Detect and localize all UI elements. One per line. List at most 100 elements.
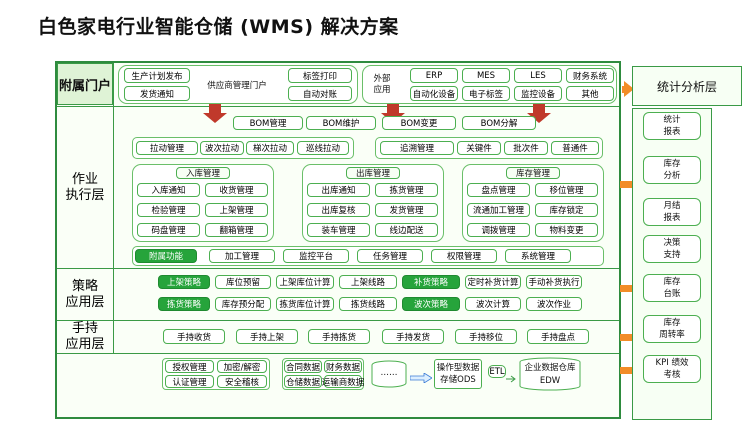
pull-manage[interactable]: 拉动管理 (136, 141, 198, 155)
lineside-delivery[interactable]: 线边配送 (375, 223, 438, 237)
data-stack-dots: …… (380, 368, 398, 378)
trace-manage[interactable]: 追溯管理 (380, 141, 454, 155)
strategy-putaway[interactable]: 上架策略 (158, 275, 210, 289)
separator-execution (57, 268, 619, 269)
inbound-title: 入库管理 (176, 167, 230, 179)
aux-processing[interactable]: 加工管理 (209, 249, 275, 263)
aux-system-manage[interactable]: 系统管理 (505, 249, 571, 263)
analytics-item-label: 月结 报表 (663, 201, 681, 223)
security-audit[interactable]: 安全稽核 (217, 375, 267, 388)
portal-item-auto-reconcile[interactable]: 自动对账 (288, 86, 352, 101)
strategy-wave[interactable]: 波次策略 (402, 297, 460, 311)
ods-box[interactable]: 操作型数据 存储ODS (434, 359, 482, 389)
portal-item-production-plan[interactable]: 生产计划发布 (124, 68, 190, 83)
external-erp[interactable]: ERP (410, 68, 458, 83)
inspect-manage[interactable]: 检验管理 (137, 203, 200, 217)
processing-manage[interactable]: 流通加工管理 (467, 203, 530, 217)
cert-manage[interactable]: 认证管理 (165, 375, 214, 388)
receive-manage[interactable]: 收货管理 (205, 183, 268, 197)
transfer-manage[interactable]: 调拨管理 (467, 223, 530, 237)
stocktake-manage[interactable]: 盘点管理 (467, 183, 530, 197)
portal-layer-label: 附属门户 (57, 63, 113, 105)
normal-parts[interactable]: 普通件 (551, 141, 599, 155)
strategy-manual-replenish[interactable]: 手动补货执行 (526, 275, 582, 289)
outbound-notice[interactable]: 出库通知 (307, 183, 370, 197)
analytics-item[interactable]: 库存 周转率 (643, 315, 701, 343)
analytics-item[interactable]: 月结 报表 (643, 198, 701, 226)
contract-data[interactable]: 合同数据 (284, 360, 322, 373)
analytics-item[interactable]: 统计 报表 (643, 112, 701, 140)
outbound-recheck[interactable]: 出库复核 (307, 203, 370, 217)
analytics-item[interactable]: 决策 支持 (643, 235, 701, 263)
strategy-picking[interactable]: 拣货策略 (158, 297, 210, 311)
strategy-timed-replenish[interactable]: 定时补货计算 (465, 275, 521, 289)
relocation-manage[interactable]: 移位管理 (535, 183, 598, 197)
separator-portal (57, 106, 619, 107)
external-apps-label: 外部 应用 (364, 73, 400, 97)
warehouse-data[interactable]: 仓储数据 (284, 375, 322, 388)
strategy-wave-operation[interactable]: 波次作业 (526, 297, 582, 311)
handheld-putaway[interactable]: 手持上架 (236, 329, 298, 344)
external-monitor[interactable]: 监控设备 (514, 86, 562, 101)
strategy-pick-slot-calc[interactable]: 拣货库位计算 (276, 297, 334, 311)
handheld-receive[interactable]: 手持收货 (163, 329, 225, 344)
putaway-manage[interactable]: 上架管理 (205, 203, 268, 217)
picking-manage[interactable]: 拣货管理 (375, 183, 438, 197)
strategy-replenish[interactable]: 补货策略 (402, 275, 460, 289)
bom-change[interactable]: BOM变更 (382, 116, 456, 130)
aux-permission-manage[interactable]: 权限管理 (431, 249, 497, 263)
finance-data[interactable]: 财务数据 (324, 360, 362, 373)
strategy-layer-line1: 策略 (71, 279, 98, 294)
strategy-putaway-slot-calc[interactable]: 上架库位计算 (276, 275, 334, 289)
external-other[interactable]: 其他 (566, 86, 614, 101)
external-e-label[interactable]: 电子标签 (462, 86, 510, 101)
encrypt-decrypt[interactable]: 加密/解密 (217, 360, 267, 373)
portal-item-shipping-notice[interactable]: 发货通知 (124, 86, 190, 101)
edw-cylinder[interactable] (518, 357, 582, 391)
strategy-pre-allocation[interactable]: 库存预分配 (215, 297, 271, 311)
analytics-item[interactable]: 库存 分析 (643, 156, 701, 184)
carrier-data[interactable]: 运输商数据 (322, 375, 364, 388)
line-patrol-pull[interactable]: 巡线拉动 (297, 141, 349, 155)
analytics-item-label: 库存 台账 (663, 277, 681, 299)
handheld-stocktake[interactable]: 手持盘点 (527, 329, 589, 344)
external-mes[interactable]: MES (462, 68, 510, 83)
stock-lock[interactable]: 库存锁定 (535, 203, 598, 217)
execution-layer-label: 作业 执行层 (57, 108, 113, 268)
portal-item-label-print[interactable]: 标签打印 (288, 68, 352, 83)
bom-maintain[interactable]: BOM维护 (306, 116, 376, 130)
strategy-slot-reserve[interactable]: 库位预留 (215, 275, 271, 289)
inbound-notice[interactable]: 入库通知 (137, 183, 200, 197)
auth-manage[interactable]: 授权管理 (165, 360, 214, 373)
external-automation[interactable]: 自动化设备 (410, 86, 458, 101)
material-change[interactable]: 物料变更 (535, 223, 598, 237)
strategy-pick-route[interactable]: 拣货线路 (339, 297, 397, 311)
handheld-pick[interactable]: 手持拣货 (308, 329, 370, 344)
wave-pull[interactable]: 波次拉动 (200, 141, 244, 155)
box-flip-manage[interactable]: 翻箱管理 (205, 223, 268, 237)
aux-task-manage[interactable]: 任务管理 (357, 249, 423, 263)
strategy-putaway-route[interactable]: 上架线路 (339, 275, 397, 289)
edw-line2: EDW (539, 376, 561, 386)
analytics-item[interactable]: 库存 台账 (643, 274, 701, 302)
handheld-ship[interactable]: 手持发货 (382, 329, 444, 344)
analytics-item-label: 库存 分析 (663, 159, 681, 181)
arrow-to-edw (506, 368, 518, 383)
external-les[interactable]: LES (514, 68, 562, 83)
bom-decompose[interactable]: BOM分解 (462, 116, 536, 130)
pallet-manage[interactable]: 码盘管理 (137, 223, 200, 237)
external-finance[interactable]: 财务系统 (566, 68, 614, 83)
shipping-manage[interactable]: 发货管理 (375, 203, 438, 217)
strategy-wave-calc[interactable]: 波次计算 (465, 297, 521, 311)
ods-line1: 操作型数据 (436, 363, 480, 373)
aux-monitor-platform[interactable]: 监控平台 (283, 249, 349, 263)
key-parts[interactable]: 关键件 (457, 141, 501, 155)
analytics-item[interactable]: KPI 绩效 考核 (643, 355, 701, 383)
data-stack-shape (370, 359, 408, 389)
ladder-pull[interactable]: 梯次拉动 (246, 141, 294, 155)
loading-manage[interactable]: 装车管理 (307, 223, 370, 237)
etl-box[interactable]: ETL (488, 365, 506, 378)
batch-parts[interactable]: 批次件 (504, 141, 548, 155)
handheld-move[interactable]: 手持移位 (455, 329, 517, 344)
bom-manage[interactable]: BOM管理 (233, 116, 303, 130)
